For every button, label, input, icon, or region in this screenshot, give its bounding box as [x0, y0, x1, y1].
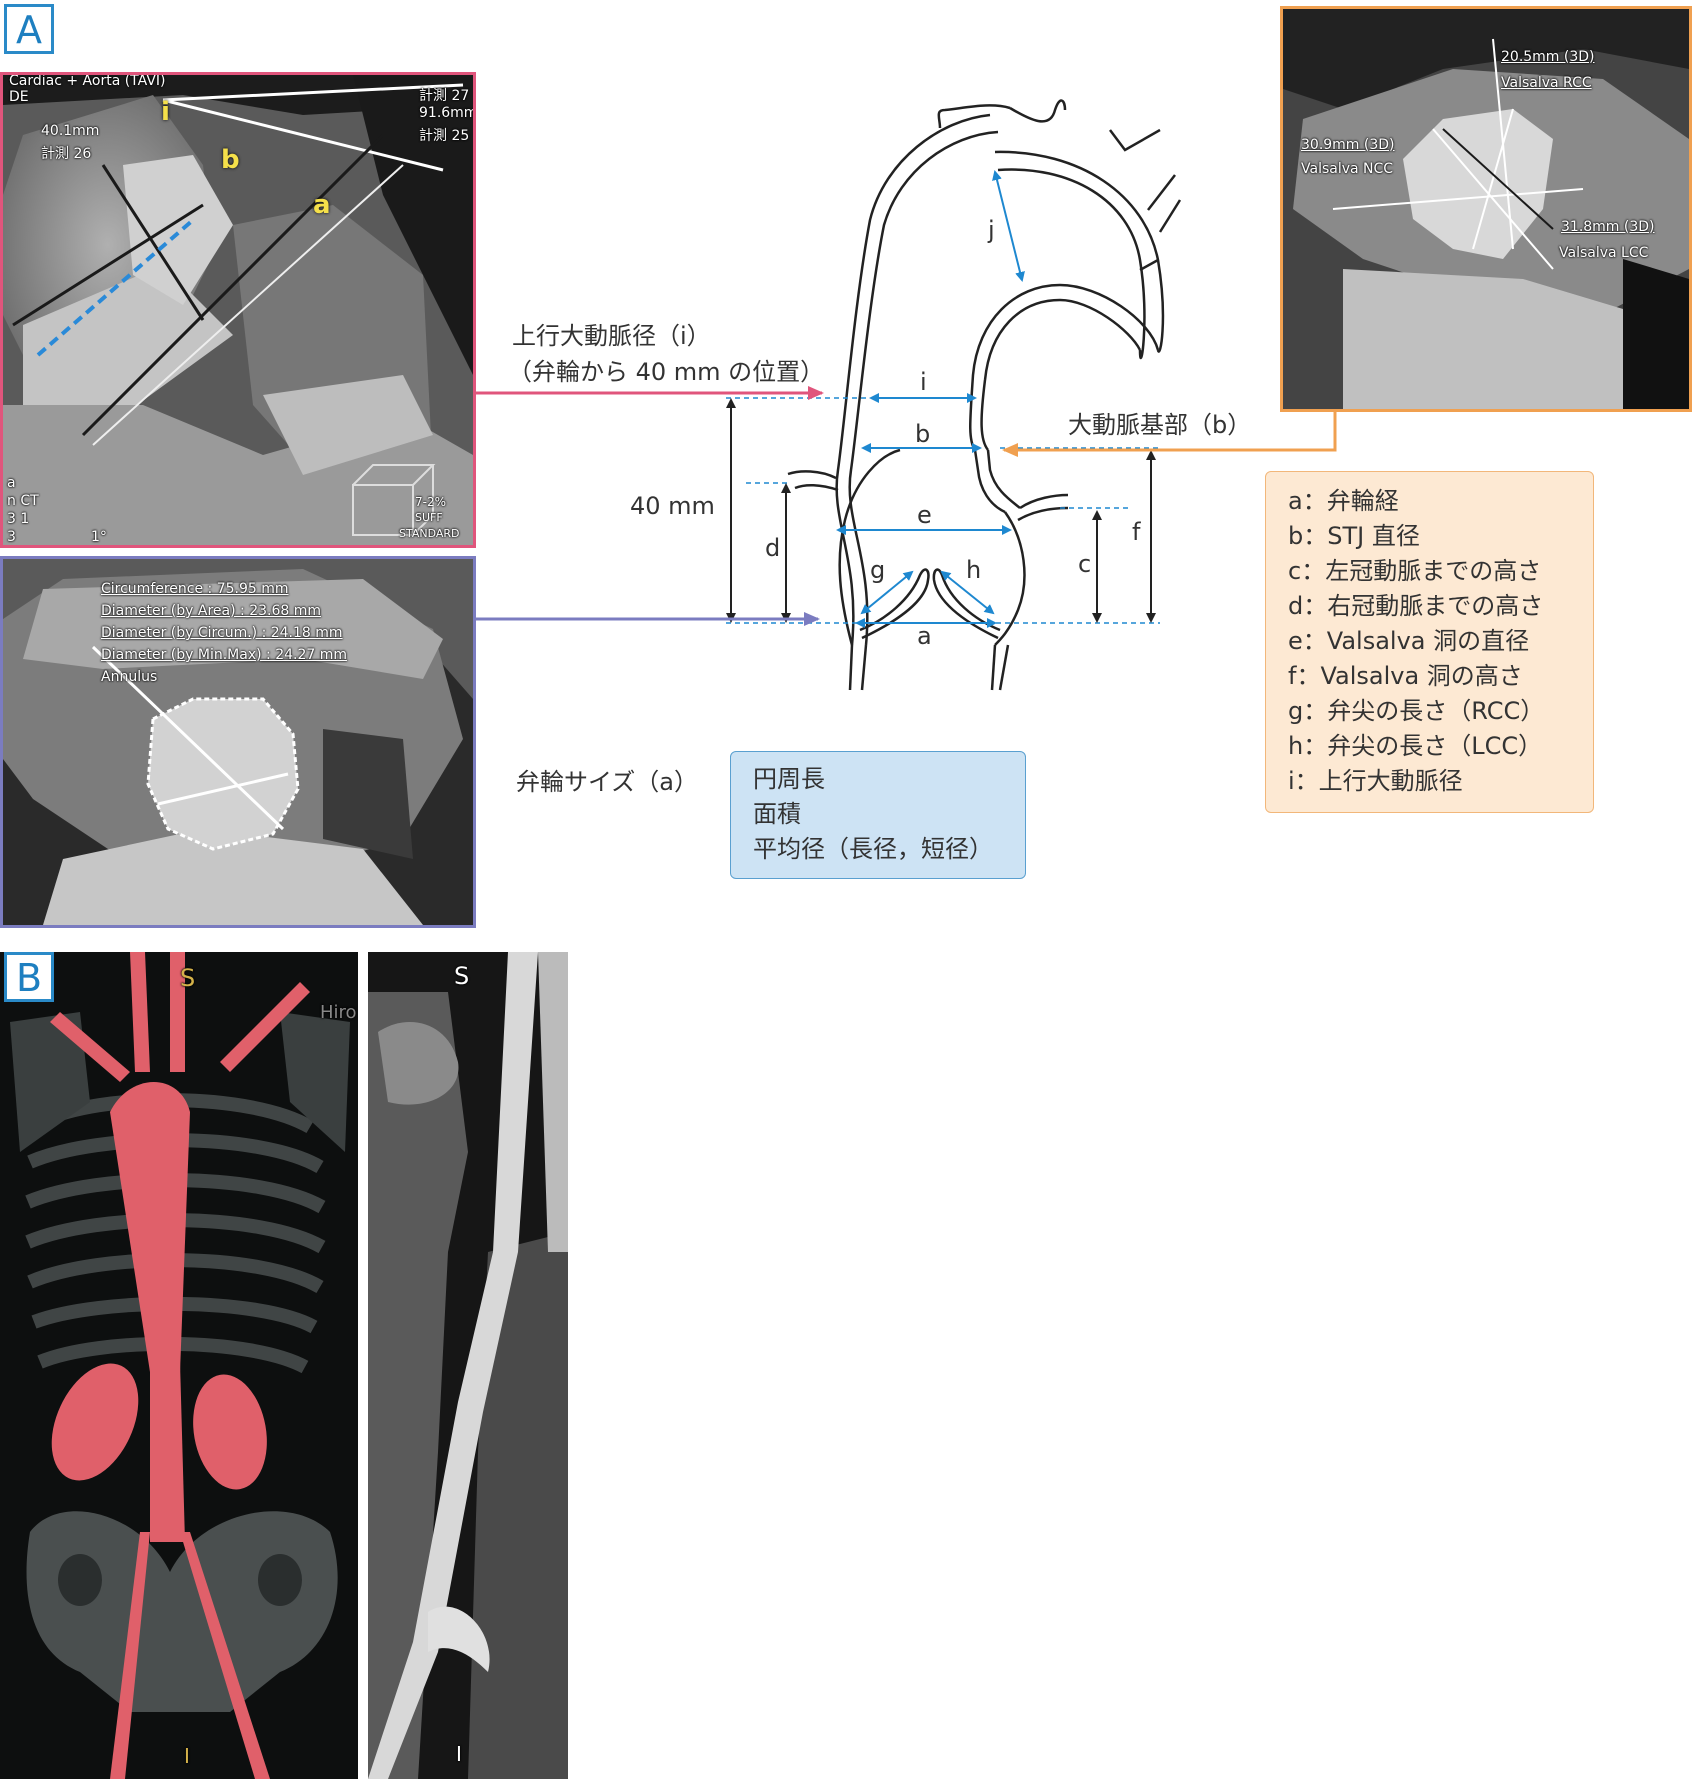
letter-i: i: [920, 368, 927, 396]
ct-annulus-drawing: [3, 559, 473, 925]
ct-3d-label-i: I: [184, 1744, 190, 1768]
ct-foot-3: 3 1: [7, 511, 30, 527]
ct-label-i: i: [161, 97, 170, 127]
ct-3d-render-drawing: [0, 952, 358, 1779]
arrow-j: [992, 170, 1025, 282]
annulus-diameter-area: Diameter (by Area) : 23.68 mm: [101, 603, 321, 619]
valsalva-lcc-value: 31.8mm (3D): [1561, 219, 1655, 235]
letter-d: d: [765, 534, 780, 562]
ascending-label-1: 上行大動脈径（i）: [512, 322, 711, 350]
ct-3d-watermark: Hiro: [320, 1002, 357, 1023]
letter-a: a: [917, 622, 932, 650]
valsalva-ncc-value: 30.9mm (3D): [1301, 137, 1395, 153]
letter-g: g: [870, 556, 885, 584]
letter-e: e: [917, 501, 932, 529]
root-label: 大動脈基部（b）: [1068, 411, 1252, 439]
ct-valsalva-drawing: [1283, 9, 1689, 409]
ct-cpr-drawing: [368, 952, 568, 1779]
legend-item-c: c：左冠動脈までの高さ: [1288, 557, 1542, 585]
annulus-label: Annulus: [101, 669, 158, 685]
valsalva-ncc-label: Valsalva NCC: [1301, 161, 1394, 177]
ct-foot-4: 3: [7, 529, 16, 545]
ct-meas-5: 計測 26: [41, 146, 92, 162]
ct-foot-2: n CT: [7, 493, 39, 509]
ct-cpr-image: S I: [368, 952, 568, 1779]
ct-meas-2: 91.6mm: [419, 105, 476, 121]
legend-item-f: f：Valsalva 洞の高さ: [1288, 662, 1523, 690]
annulus-size-label: 弁輪サイズ（a）: [516, 768, 698, 796]
ct-orient-2: STANDARD: [399, 527, 460, 540]
ct-annulus-image: Circumference : 75.95 mm Diameter (by Ar…: [0, 556, 476, 928]
orange-connector-arrow: [1002, 412, 1337, 457]
aorta-walls: [787, 99, 1182, 691]
ct-label-a: a: [313, 190, 331, 220]
letter-c: c: [1078, 550, 1091, 578]
ct-cpr-label-i: I: [456, 1742, 462, 1766]
valsalva-rcc-value: 20.5mm (3D): [1501, 49, 1595, 65]
annulus-diameter-circum: Diameter (by Circum.) : 24.18 mm: [101, 625, 343, 641]
legend-item-a: a：弁輪経: [1288, 487, 1399, 515]
letter-j: j: [987, 216, 995, 244]
legend-item-h: h：弁尖の長さ（LCC）: [1288, 732, 1543, 760]
ct-meas-3: 計測 25: [419, 128, 470, 144]
ct-label-b: b: [221, 145, 240, 175]
ct-oblique-aorta-drawing: [3, 75, 473, 545]
ct-orient-pct: 7-2%: [415, 495, 447, 509]
legend-item-e: e：Valsalva 洞の直径: [1288, 627, 1530, 655]
panel-label-b: B: [4, 952, 54, 1002]
ct-foot-5: 1°: [91, 529, 107, 545]
annulus-item-3: 平均径（長径，短径）: [753, 835, 993, 863]
annulus-item-1: 円周長: [753, 765, 825, 793]
distance-40mm: 40 mm: [630, 492, 715, 520]
arrow-g: [860, 570, 914, 615]
ct-meas-4: 40.1mm: [41, 123, 100, 139]
panel-label-a: A: [4, 4, 54, 54]
annulus-size-box: 円周長 面積 平均径（長径，短径）: [730, 751, 1026, 879]
ct-3d-label-s: S: [180, 964, 196, 992]
letter-h: h: [966, 556, 981, 584]
legend-item-d: d：右冠動脈までの高さ: [1288, 592, 1544, 620]
annulus-circumference: Circumference : 75.95 mm: [101, 581, 289, 597]
ct-orient-1: SUFF: [415, 511, 443, 524]
legend-box: a：弁輪経 b：STJ 直径 c：左冠動脈までの高さ d：右冠動脈までの高さ e…: [1265, 471, 1594, 813]
valsalva-lcc-label: Valsalva LCC: [1559, 245, 1649, 261]
arrow-h: [940, 570, 995, 615]
ct-3d-render-image: S I Hiro: [0, 952, 358, 1779]
ct-header-2: DE: [9, 89, 29, 105]
ascending-label-2: （弁輪から 40 mm の位置）: [508, 358, 825, 386]
ct-foot-1: a: [7, 475, 16, 491]
ct-cpr-label-s: S: [454, 962, 470, 990]
legend-item-i: i：上行大動脈径: [1288, 767, 1463, 795]
legend-item-g: g：弁尖の長さ（RCC）: [1288, 697, 1545, 725]
ct-oblique-aorta-image: Cardiac + Aorta (TAVI) DE 計測 27 91.6mm 計…: [0, 72, 476, 548]
ct-valsalva-image: 20.5mm (3D) Valsalva RCC 30.9mm (3D) Val…: [1280, 6, 1692, 412]
aortic-root-diagram: i b e a g h j d c f: [476, 99, 1337, 691]
annulus-item-2: 面積: [753, 800, 801, 828]
valsalva-rcc-label: Valsalva RCC: [1501, 75, 1592, 91]
ct-meas-1: 計測 27: [419, 88, 470, 104]
letter-b: b: [915, 420, 930, 448]
ct-header-1: Cardiac + Aorta (TAVI): [9, 73, 166, 89]
annulus-diameter-minmax: Diameter (by Min.Max) : 24.27 mm: [101, 647, 348, 663]
legend-item-b: b：STJ 直径: [1288, 522, 1420, 550]
letter-f: f: [1132, 518, 1141, 546]
